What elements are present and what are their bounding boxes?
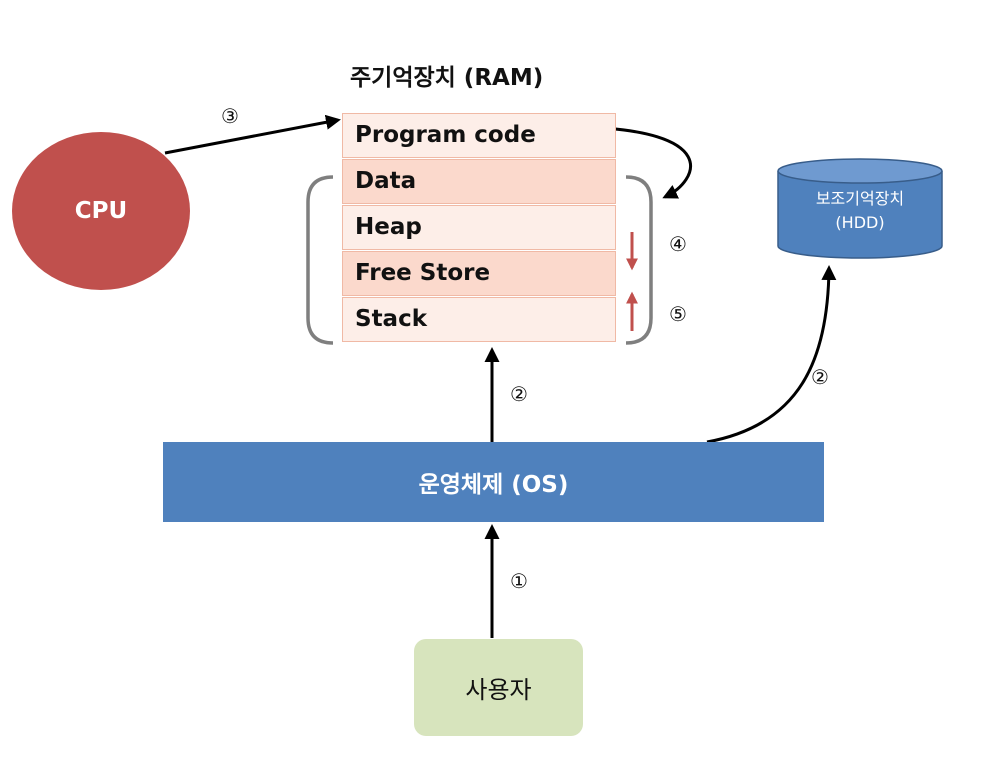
left-bracket xyxy=(306,175,334,345)
hdd-cylinder xyxy=(777,158,943,259)
step-marker-heap-growth: ④ xyxy=(669,232,687,256)
step-marker-os-to-ram: ② xyxy=(510,382,528,406)
os-bar: 운영체제 (OS) xyxy=(163,442,824,522)
ram-row-stack: Stack xyxy=(342,297,616,342)
arrow-code-to-data xyxy=(579,125,692,199)
hdd-label-line2: (HDD) xyxy=(835,213,885,232)
arrow-os-to-hdd xyxy=(706,265,837,444)
step-marker-os-to-hdd: ② xyxy=(811,365,829,389)
arrow-cpu-to-ram xyxy=(164,114,341,155)
hdd-label-line1: 보조기억장치 xyxy=(815,189,905,208)
user-box: 사용자 xyxy=(414,639,583,736)
ram-row-heap: Heap xyxy=(342,205,616,250)
ram-title: 주기억장치 (RAM) xyxy=(350,65,544,91)
hdd-label: 보조기억장치 (HDD) xyxy=(778,187,942,235)
step-marker-stack-growth: ⑤ xyxy=(669,302,687,326)
right-bracket xyxy=(625,175,653,345)
step-marker-user-to-os: ① xyxy=(510,569,528,593)
ram-row-data: Data xyxy=(342,159,616,204)
cpu-node xyxy=(12,132,190,290)
step-marker-cpu-to-ram: ③ xyxy=(221,104,239,128)
ram-row-program-code: Program code xyxy=(342,113,616,158)
cpu-label: CPU xyxy=(74,198,128,224)
ram-row-free-store: Free Store xyxy=(342,251,616,296)
